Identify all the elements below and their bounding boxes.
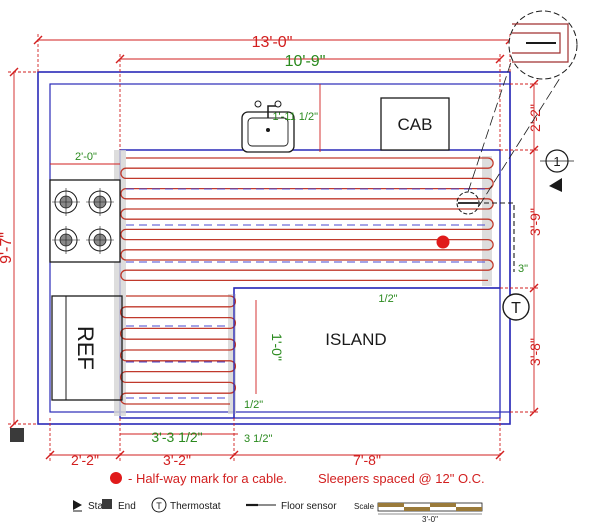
legend-thermostat: Thermostat [170,501,221,512]
cable-runs-lower [120,295,236,405]
island [233,287,501,419]
cable-serpentine-lower [120,295,236,405]
dim-bottom-left: 2'-2" [71,452,99,468]
svg-text:T: T [156,501,162,511]
dim-overall-width: 13'-0" [252,34,293,51]
dim-lower-zone-height: 1'-0" [269,333,285,361]
burner-icon [52,188,80,216]
dim-right-middle: 3'-9" [527,208,543,236]
thermostat-legend-icon: T [151,497,167,513]
sleeper-lower-right [228,294,236,414]
cabinet [380,97,450,151]
dim-three-inch: 3" [518,263,528,275]
start-icon [549,178,562,192]
half-way-marker [436,235,450,249]
cooktop [49,179,121,263]
note-sleepers: Sleepers spaced @ 12" O.C. [318,471,485,486]
dim-sink-to-wall: 1'-11 1/2" [272,111,318,123]
burner-icon [52,226,80,254]
sleeper-lines [126,188,486,399]
cabinet-label: CAB [398,115,433,134]
start-marker: 1 [540,149,574,192]
callout-leader [467,19,526,193]
dim-bottom-right: 7'-8" [353,452,381,468]
legend-start: Start [88,501,109,512]
sleeper-right [482,156,492,286]
refrigerator-label: REF [73,326,98,370]
thermostat-marker-label: T [511,300,521,317]
legend-floor-sensor: Floor sensor [281,501,337,512]
refrigerator [51,295,123,401]
cable-serpentine-upper [120,157,494,282]
cable-runs-upper [120,157,494,282]
sink-icon [241,100,295,153]
dimension-lines [8,34,540,461]
legend-scale-label: Scale [354,502,375,511]
dim-three-and-half: 3 1/2" [244,433,272,445]
island-label: ISLAND [325,330,386,349]
legend-scale-value: 3'-0" [422,515,438,524]
note-half-way: - Half-way mark for a cable. [128,471,287,486]
dim-inner-width: 10'-9" [285,53,326,70]
start-marker-label: 1 [553,154,560,169]
legend-end: End [118,501,136,512]
burner-icon [86,226,114,254]
scale-bar [377,502,483,515]
dim-half-inch-a: 1/2" [378,293,397,305]
dim-lower-zone-width: 3'-3 1/2" [151,429,202,445]
burner-icon [86,188,114,216]
end-marker [10,428,24,442]
callout-leader [478,77,561,207]
detail-callout [508,10,578,80]
heated-zone-outline [119,149,501,419]
dim-bottom-middle: 3'-2" [163,452,191,468]
dim-stove-gap: 2'-0" [75,151,97,163]
end-legend-icon [102,499,112,509]
floor-sensor-lead [476,202,515,272]
dim-half-inch-b: 1/2" [244,399,263,411]
half-way-legend-dot [110,472,122,484]
dim-right-bottom: 3'-8" [527,338,543,366]
start-legend-icon [73,500,82,510]
thermostat-marker: T [502,293,530,321]
dimension-ticks [9,35,539,460]
dim-left-height: 9'-7" [0,232,15,264]
